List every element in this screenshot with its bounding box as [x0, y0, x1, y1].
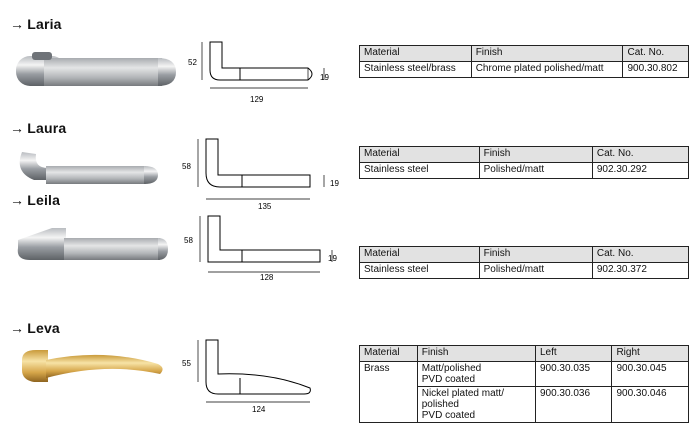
laria-height-label: 52	[188, 58, 197, 67]
table-row: Stainless steel/brass Chrome plated poli…	[359, 61, 689, 78]
leila-handle-photo	[17, 228, 168, 260]
table-header-row: Material Finish Cat. No.	[359, 45, 689, 62]
leila-length-label: 128	[260, 273, 274, 282]
laria-dimension-drawing: 52 129 19	[188, 41, 329, 104]
leila-dimension-drawing: 58 128 19	[184, 215, 337, 282]
table-row: Brass Matt/polished PVD coated 900.30.03…	[359, 361, 689, 423]
laria-spec-table: Material Finish Cat. No. Stainless steel…	[359, 45, 689, 78]
arrow-right-icon: →	[10, 16, 25, 32]
leila-spec-table: Material Finish Cat. No. Stainless steel…	[359, 246, 690, 279]
leva-height-label: 55	[182, 359, 191, 368]
laura-spec-table: Material Finish Cat. No. Stainless steel…	[359, 146, 690, 179]
product-title-laura: →Laura	[10, 120, 67, 136]
table-row: Stainless steel Polished/matt 902.30.292	[359, 162, 690, 179]
laura-grip-label: 19	[330, 179, 339, 188]
laura-height-label: 58	[182, 162, 191, 171]
laura-length-label: 135	[258, 202, 272, 211]
product-title-leila: →Leila	[10, 192, 61, 208]
table-row: Nickel plated matt/ polished PVD coated …	[360, 386, 689, 423]
table-header-row: Material Finish Left Right	[359, 345, 689, 362]
laria-grip-label: 19	[320, 73, 329, 82]
arrow-right-icon: →	[10, 320, 25, 336]
laria-handle-photo	[16, 52, 176, 86]
arrow-right-icon: →	[10, 120, 25, 136]
leva-spec-table: Material Finish Left Right Brass Matt/po…	[359, 345, 689, 423]
leva-length-label: 124	[252, 405, 266, 414]
table-header-row: Material Finish Cat. No.	[359, 246, 690, 263]
table-row: Stainless steel Polished/matt 902.30.372	[359, 262, 690, 279]
leila-height-label: 58	[184, 236, 193, 245]
leva-handle-photo	[22, 350, 163, 382]
arrow-right-icon: →	[10, 192, 25, 208]
leva-dimension-drawing: 55 124	[182, 339, 311, 414]
product-title-leva: →Leva	[10, 320, 60, 336]
laura-dimension-drawing: 58 135 19	[182, 138, 339, 211]
product-title-laria: →Laria	[10, 16, 62, 32]
laura-handle-photo	[19, 152, 158, 184]
table-header-row: Material Finish Cat. No.	[359, 146, 690, 163]
laria-length-label: 129	[250, 95, 264, 104]
leila-grip-label: 19	[328, 254, 337, 263]
